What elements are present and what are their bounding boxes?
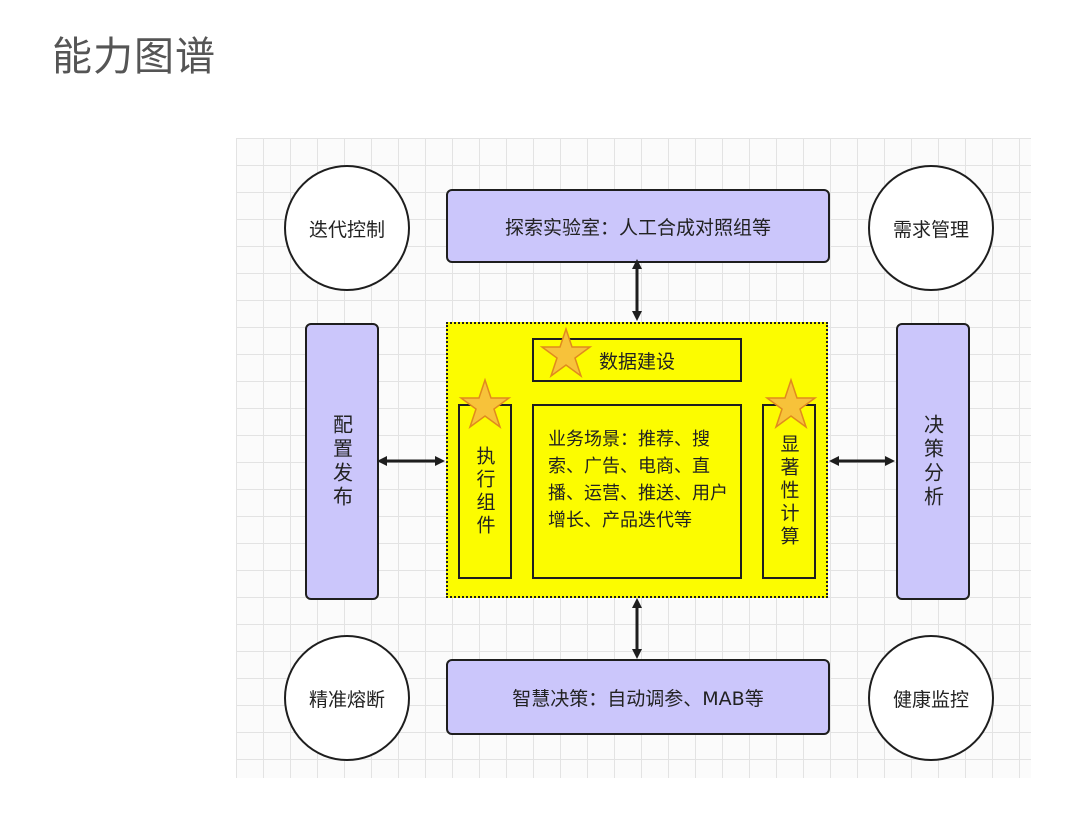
box-config-release: 配置发布 xyxy=(305,323,379,600)
box-decision-analysis: 决策分析 xyxy=(896,323,970,600)
box-smart-decision: 智慧决策：自动调参、MAB等 xyxy=(446,659,830,735)
box-execution-component: 执行组件 xyxy=(458,404,512,579)
box-significance-calc: 显著性计算 xyxy=(762,404,816,579)
circle-health-monitoring: 健康监控 xyxy=(868,635,994,761)
circle-precise-circuit-break: 精准熔断 xyxy=(284,635,410,761)
box-data-construction: 数据建设 xyxy=(532,338,742,382)
page-title: 能力图谱 xyxy=(52,34,216,80)
core-area xyxy=(446,322,828,598)
circle-iteration-control: 迭代控制 xyxy=(284,165,410,291)
box-exploration-lab: 探索实验室：人工合成对照组等 xyxy=(446,189,830,263)
circle-requirement-management: 需求管理 xyxy=(868,165,994,291)
box-business-scenarios: 业务场景：推荐、搜索、广告、电商、直播、运营、推送、用户增长、产品迭代等 xyxy=(532,404,742,579)
